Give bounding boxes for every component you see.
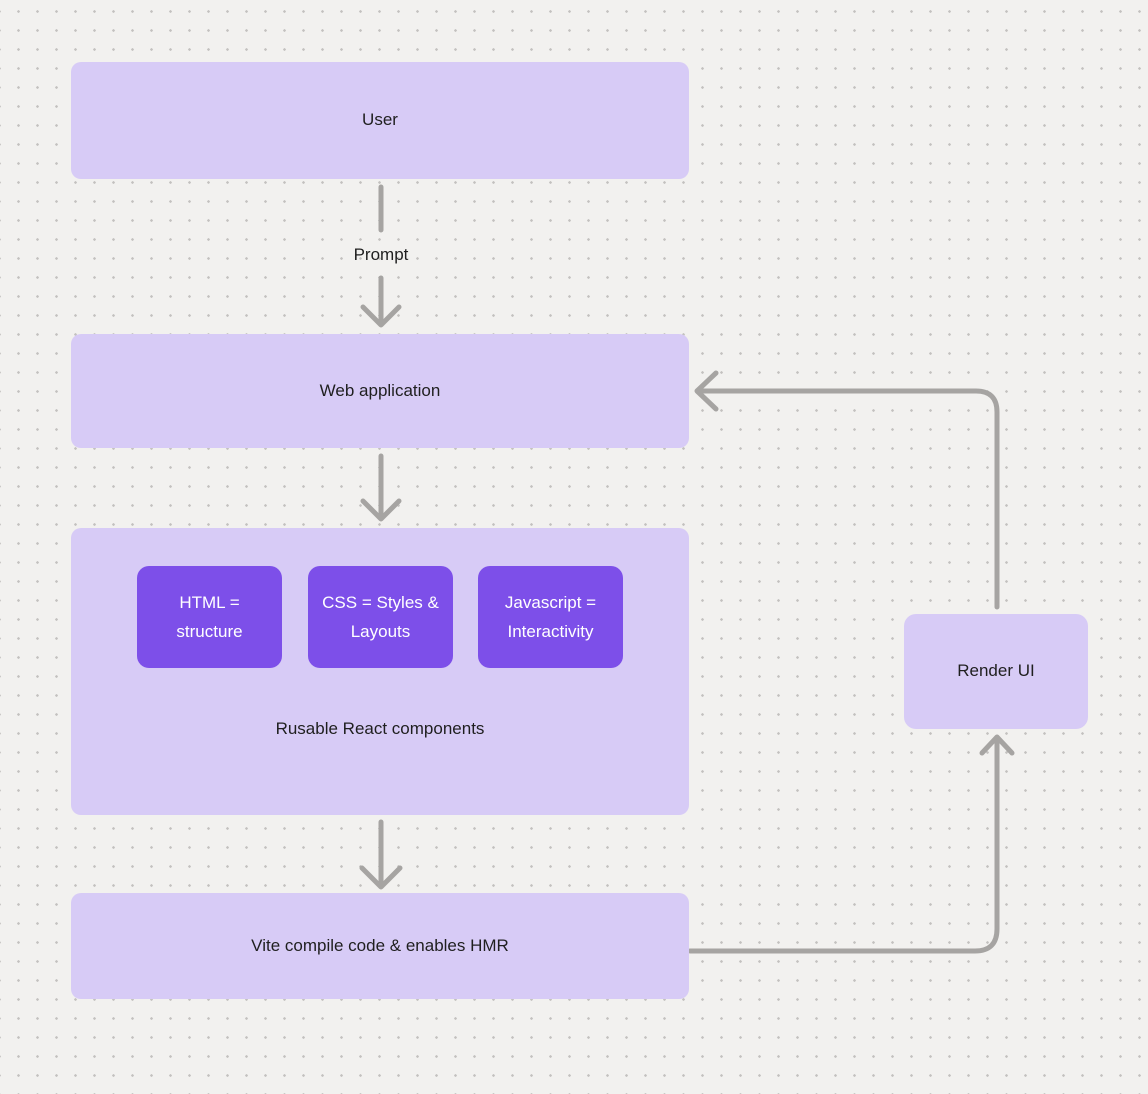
node-user[interactable]: User: [71, 62, 689, 179]
edge-components-to-vite-arrowhead: [359, 865, 403, 890]
edge-render-to-webapp[interactable]: [700, 388, 1000, 610]
edge-label-prompt: Prompt: [353, 245, 409, 264]
node-css-label: CSS = Styles & Layouts: [322, 593, 439, 641]
edge-prompt-to-webapp-arrowhead: [360, 304, 402, 328]
node-vite[interactable]: Vite compile code & enables HMR: [71, 893, 689, 999]
edge-render-to-webapp-arrowhead: [694, 370, 719, 412]
node-css[interactable]: CSS = Styles & Layouts: [308, 566, 453, 668]
node-html-label: HTML = structure: [176, 593, 243, 641]
node-components-group[interactable]: HTML = structure CSS = Styles & Layouts …: [71, 528, 689, 815]
node-user-label: User: [362, 110, 398, 130]
node-vite-label: Vite compile code & enables HMR: [251, 935, 509, 955]
node-web-application[interactable]: Web application: [71, 334, 689, 448]
edge-vite-to-render[interactable]: [687, 739, 1000, 954]
node-html[interactable]: HTML = structure: [137, 566, 282, 668]
edge-webapp-to-components-arrowhead: [360, 498, 402, 522]
node-web-application-label: Web application: [319, 380, 441, 400]
node-javascript-label: Javascript = Interactivity: [504, 593, 597, 641]
node-render-ui-label: Render UI: [957, 661, 1035, 681]
components-group-caption: Rusable React components: [275, 719, 485, 738]
node-javascript[interactable]: Javascript = Interactivity: [478, 566, 623, 668]
node-render-ui[interactable]: Render UI: [904, 614, 1088, 729]
edge-vite-to-render-arrowhead: [979, 734, 1015, 756]
